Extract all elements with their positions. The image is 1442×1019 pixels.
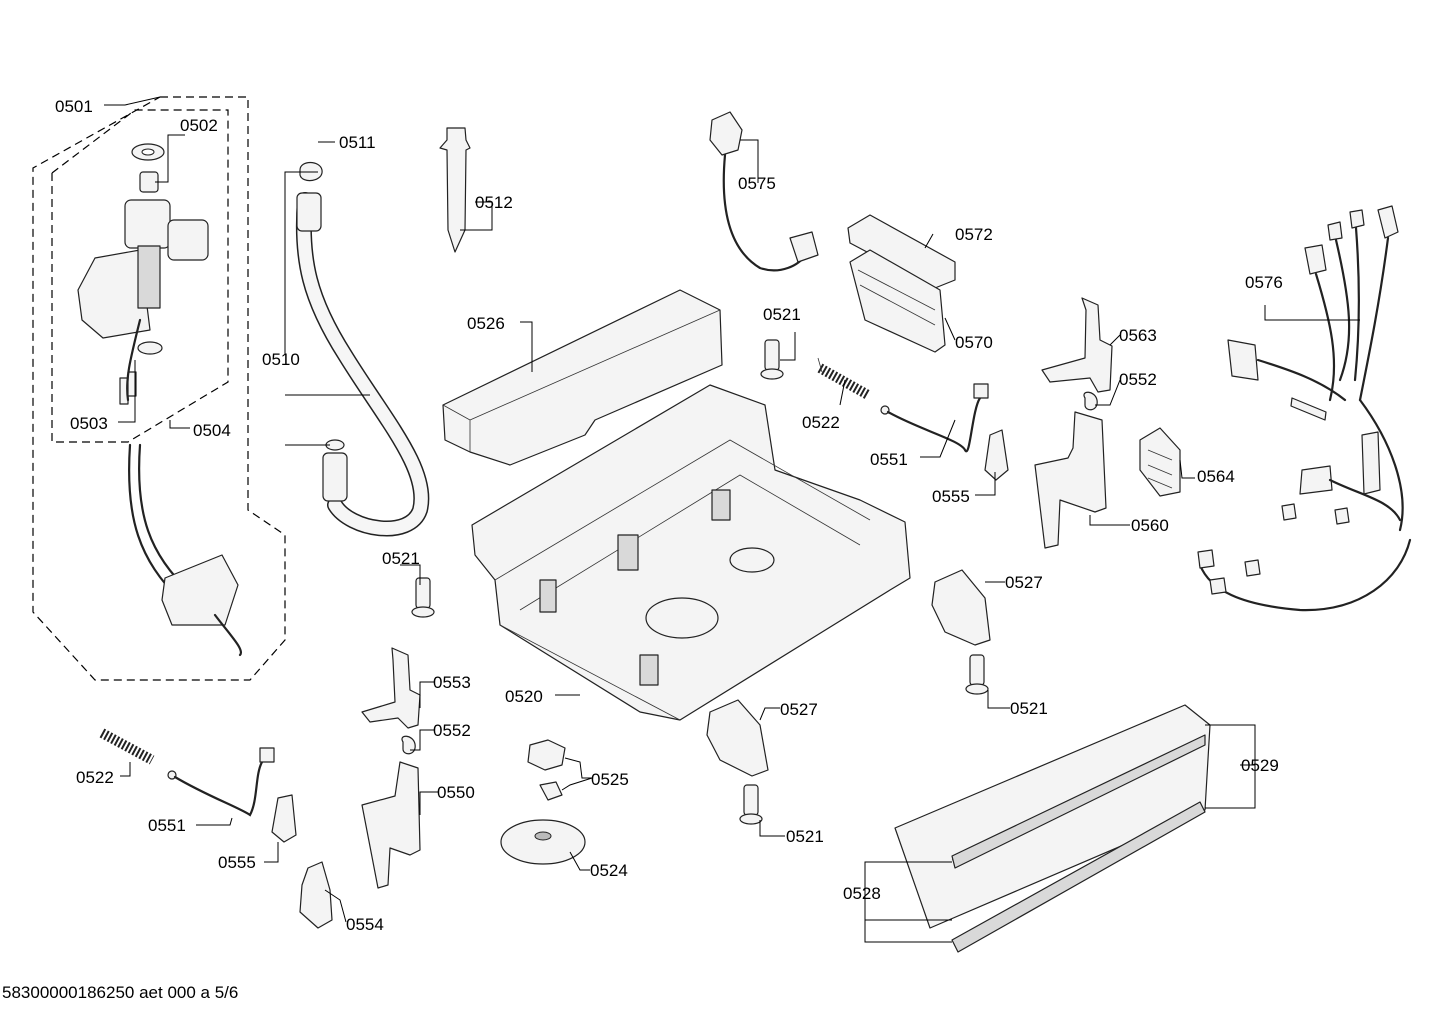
document-id-footer: 58300000186250 aet 000 a 5/6: [2, 983, 238, 1002]
part-0564-comb: [1139, 427, 1181, 497]
label-0528: 0528: [843, 884, 881, 903]
part-0521-screw-2: [411, 577, 435, 618]
label-0551-upper: 0551: [870, 450, 908, 469]
label-0510: 0510: [262, 350, 300, 369]
part-0551-wire-lower: [167, 747, 275, 817]
group-0501-outline: [32, 96, 286, 681]
part-0520-base-tub: [471, 384, 911, 721]
label-0550: 0550: [437, 783, 475, 802]
part-0563-bracket: [1041, 297, 1113, 393]
part-0522-spring-upper: [817, 357, 871, 400]
label-0527-lower: 0527: [780, 700, 818, 719]
label-0512: 0512: [475, 193, 513, 212]
part-0553-hinge: [361, 647, 421, 729]
label-0521-4: 0521: [786, 827, 824, 846]
label-0522-1: 0522: [802, 413, 840, 432]
label-0564: 0564: [1197, 467, 1235, 486]
label-0501: 0501: [55, 97, 93, 116]
part-0552-washer-left: [401, 735, 416, 755]
part-0510-inlet-hose: [295, 161, 430, 537]
label-0521-3: 0521: [1010, 699, 1048, 718]
label-0563: 0563: [1119, 326, 1157, 345]
label-0521-2: 0521: [382, 549, 420, 568]
label-0525: 0525: [591, 770, 629, 789]
part-0527-foot-upper: [931, 569, 991, 646]
label-0575: 0575: [738, 174, 776, 193]
part-0551-wire-upper: [880, 383, 989, 453]
part-0529-plinth-strip: [894, 704, 1211, 929]
part-0552-washer-right: [1083, 391, 1098, 411]
part-0521-screw-4: [739, 784, 763, 825]
part-0575-power-cord: [709, 111, 819, 272]
part-0521-screw-3: [965, 654, 989, 695]
part-0521-screw-1: [760, 339, 784, 380]
label-0524: 0524: [590, 861, 628, 880]
part-0572-strip: [847, 214, 956, 289]
label-0551-lower: 0551: [148, 816, 186, 835]
label-0503: 0503: [70, 414, 108, 433]
label-0504: 0504: [193, 421, 231, 440]
label-0527-upper: 0527: [1005, 573, 1043, 592]
label-0576: 0576: [1245, 273, 1283, 292]
part-0526-cover: [442, 289, 723, 466]
label-0552-left: 0552: [433, 721, 471, 740]
label-0553: 0553: [433, 673, 471, 692]
label-0526: 0526: [467, 314, 505, 333]
label-0521-1: 0521: [763, 305, 801, 324]
label-0572: 0572: [955, 225, 993, 244]
label-0570: 0570: [955, 333, 993, 352]
label-0555-upper: 0555: [932, 487, 970, 506]
part-0524-disc: [500, 819, 586, 865]
part-0555-clip-upper: [984, 429, 1009, 481]
label-0502: 0502: [180, 116, 218, 135]
part-0527-foot-lower: [706, 699, 769, 777]
leader-lines: [104, 96, 1360, 943]
label-0555-lower: 0555: [218, 853, 256, 872]
part-0525-block: [527, 739, 566, 801]
part-0560-plate: [1034, 411, 1107, 549]
part-0504-hose: [127, 443, 243, 657]
label-0529: 0529: [1241, 756, 1279, 775]
label-0511: 0511: [339, 133, 376, 152]
part-0512-pin: [439, 127, 471, 253]
part-water-valve: [77, 143, 209, 405]
label-0522-2: 0522: [76, 768, 114, 787]
label-0554: 0554: [346, 915, 384, 934]
label-0560: 0560: [1131, 516, 1169, 535]
part-0555-clip-lower: [271, 794, 297, 843]
part-0522-spring-lower: [99, 728, 155, 765]
part-labels: 0501 0502 0503 0504 0510 0511 0512 0526 …: [55, 97, 1283, 934]
label-0552-right: 0552: [1119, 370, 1157, 389]
label-0520: 0520: [505, 687, 543, 706]
part-0550-plate: [361, 761, 421, 889]
part-0576-harness: [1197, 205, 1412, 612]
part-0554-clip: [299, 861, 333, 929]
part-0570-housing: [849, 249, 946, 353]
part-0528-plinth-seal: [951, 801, 1206, 953]
